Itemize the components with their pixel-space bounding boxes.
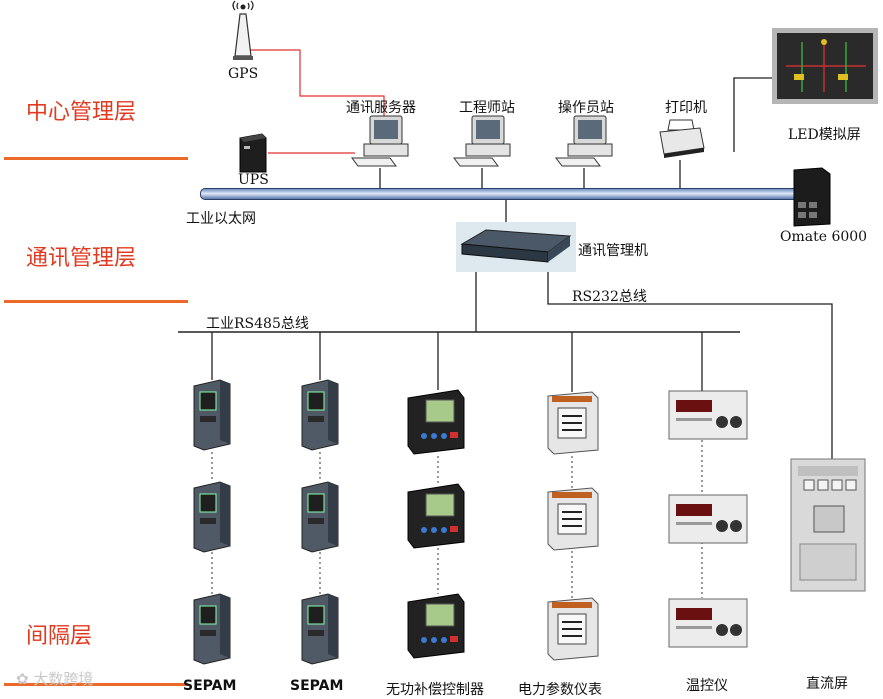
sepam-label-2: SEPAM xyxy=(290,678,344,694)
ethernet-label: 工业以太网 xyxy=(186,211,256,227)
rs485-label: 工业RS485总线 xyxy=(206,316,309,332)
ups-icon xyxy=(239,133,267,173)
computer-icon xyxy=(555,115,613,167)
sepam-relay-icon xyxy=(193,481,231,553)
watermark-logo-icon: ✿ xyxy=(16,670,34,688)
comm-server-label: 通讯服务器 xyxy=(346,100,416,116)
power-meter-icon xyxy=(547,487,599,551)
printer-icon xyxy=(659,119,705,158)
led-screen-icon xyxy=(772,28,878,104)
temperature-controller-icon xyxy=(668,494,748,544)
printer-label: 打印机 xyxy=(665,100,707,116)
separator xyxy=(4,157,188,160)
sepam-relay-icon xyxy=(301,593,339,665)
temperature-controller-icon xyxy=(668,598,748,648)
temperature-controller-label: 温控仪 xyxy=(686,678,728,694)
layer-label-bay: 间隔层 xyxy=(26,624,93,649)
comm-manager-label: 通讯管理机 xyxy=(578,243,648,259)
comm-manager-icon xyxy=(456,222,576,272)
computer-icon xyxy=(351,115,409,167)
engineering-station-label: 工程师站 xyxy=(459,100,515,116)
ethernet-bus xyxy=(200,188,802,200)
power-meter-icon xyxy=(547,597,599,661)
omate-switch-icon xyxy=(793,167,831,227)
sepam-relay-icon xyxy=(193,379,231,451)
gps-label: GPS xyxy=(228,66,259,82)
dc-screen-cabinet-icon xyxy=(790,458,866,592)
rs232-label: RS232总线 xyxy=(572,289,647,305)
sepam-relay-icon xyxy=(301,379,339,451)
gps-antenna-icon xyxy=(232,0,254,60)
omate-label: Omate 6000 xyxy=(780,229,868,245)
separator xyxy=(4,300,188,303)
ups-label: UPS xyxy=(238,172,269,188)
power-meter-icon xyxy=(547,391,599,455)
led-screen-label: LED模拟屏 xyxy=(788,127,861,143)
separator xyxy=(4,683,188,686)
layer-label-center: 中心管理层 xyxy=(26,100,137,125)
reactive-controller-label: 无功补偿控制器 xyxy=(386,682,484,698)
watermark: ✿ 大数跨境 xyxy=(16,668,93,689)
operator-station-label: 操作员站 xyxy=(558,100,614,116)
sepam-relay-icon xyxy=(193,593,231,665)
reactive-controller-icon xyxy=(407,483,465,549)
dc-screen-label: 直流屏 xyxy=(806,676,848,692)
layer-label-comm: 通讯管理层 xyxy=(26,246,137,271)
watermark-text: 大数跨境 xyxy=(33,670,94,688)
sepam-label-1: SEPAM xyxy=(183,678,237,694)
sepam-relay-icon xyxy=(301,481,339,553)
computer-icon xyxy=(453,115,511,167)
temperature-controller-icon xyxy=(668,390,748,440)
reactive-controller-icon xyxy=(407,593,465,659)
power-meter-label: 电力参数仪表 xyxy=(518,682,602,698)
reactive-controller-icon xyxy=(407,389,465,455)
